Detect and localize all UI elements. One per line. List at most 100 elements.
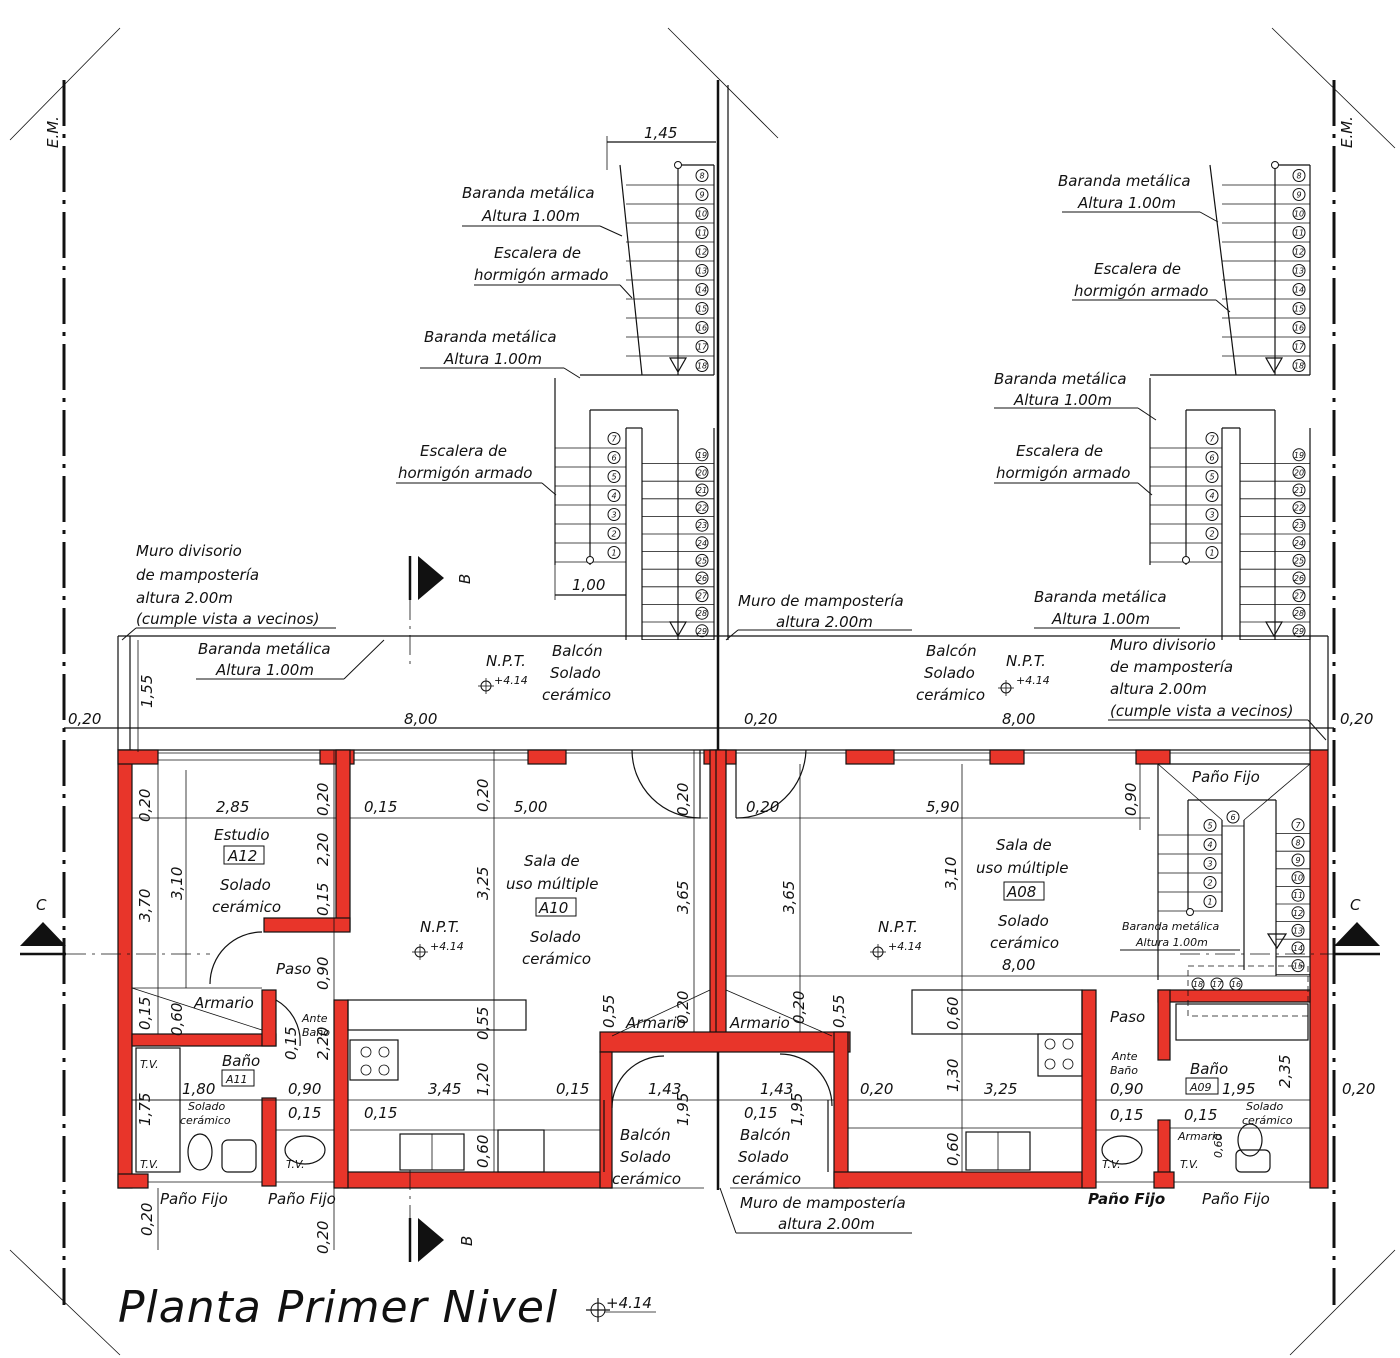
svg-text:8,00: 8,00 [1002,710,1035,728]
svg-text:T.V.: T.V. [140,1158,159,1171]
step-number: 13 [1294,267,1304,276]
svg-text:Paso: Paso [1110,1008,1145,1026]
front-windows [158,752,1310,761]
step-circle [1205,508,1219,521]
svg-text:(cumple vista a vecinos): (cumple vista a vecinos) [1110,702,1293,720]
step-circle [1292,589,1306,603]
svg-text:Baranda metálica: Baranda metálica [1058,172,1191,190]
svg-text:C: C [36,896,47,914]
step-circle [607,470,621,483]
svg-text:hormigón armado: hormigón armado [474,266,608,284]
step-circle [1205,451,1219,464]
svg-text:cerámico: cerámico [732,1170,801,1188]
step-circle [1203,819,1217,832]
svg-text:0,90: 0,90 [1110,1080,1143,1098]
step-circle [1210,977,1224,991]
step-circle [1292,359,1306,372]
step-number: 10 [697,210,707,219]
step-circle [1203,838,1217,851]
svg-text:Ante: Ante [301,1012,328,1025]
step-number: 2 [1209,530,1214,539]
svg-text:1,80: 1,80 [182,1080,215,1098]
svg-text:Balcón: Balcón [620,1126,671,1144]
step-circle [695,571,709,585]
step-number: 9 [1296,191,1301,200]
doors [209,749,833,1109]
svg-text:C: C [1350,896,1361,914]
svg-text:Estudio: Estudio [214,826,270,844]
step-circle [1292,226,1306,239]
step-number: 27 [1294,592,1305,601]
svg-text:de mampostería: de mampostería [1110,658,1233,676]
step-circle [1291,818,1305,832]
svg-text:Baño: Baño [302,1026,330,1039]
step-circle [1291,923,1305,937]
svg-text:0,60: 0,60 [1212,1134,1225,1159]
svg-text:0,55: 0,55 [830,995,848,1028]
step-circle [695,589,709,603]
svg-text:1,00: 1,00 [572,576,605,594]
svg-text:Escalera de: Escalera de [494,244,581,262]
step-circle [1292,571,1306,585]
axis-label-right: E.M. [1338,116,1356,148]
step-number: 28 [697,609,707,618]
svg-text:cerámico: cerámico [522,950,591,968]
svg-text:Paño Fijo: Paño Fijo [1192,768,1260,786]
step-circle [1292,321,1306,334]
step-circle [1292,302,1306,315]
step-circle [607,432,621,445]
step-circle [695,188,709,201]
step-circle [1292,624,1306,638]
step-circle [1292,264,1306,277]
svg-text:cerámico: cerámico [212,898,281,916]
step-number: 3 [1209,511,1214,520]
svg-text:0,20: 0,20 [674,991,692,1024]
step-circle [1292,188,1306,201]
svg-text:T.V.: T.V. [1102,1158,1121,1171]
svg-text:Solado: Solado [530,928,581,946]
step-number: 23 [1294,521,1304,530]
svg-text:Altura 1.00m: Altura 1.00m [215,661,314,679]
step-number: 18 [1193,980,1203,989]
step-number: 2 [611,530,616,539]
svg-text:Ante: Ante [1111,1050,1138,1063]
step-circle [695,321,709,334]
step-number: 8 [1296,172,1301,181]
step-number: 29 [1294,627,1304,636]
right-axis: E.M. [1271,27,1396,1356]
svg-text:+4.14: +4.14 [494,674,528,687]
step-number: 9 [1295,856,1300,865]
svg-text:A12: A12 [227,847,257,865]
step-number: 10 [1293,874,1303,883]
svg-text:0,20: 0,20 [138,1203,156,1236]
step-number: 19 [697,451,707,460]
svg-text:Baranda metálica: Baranda metálica [994,370,1127,388]
step-number: 19 [1294,451,1304,460]
svg-text:3,65: 3,65 [674,881,692,914]
step-number: 11 [697,229,707,238]
svg-text:0,20: 0,20 [474,779,492,812]
svg-text:5,90: 5,90 [926,798,959,816]
step-number: 25 [697,556,707,565]
svg-text:8,00: 8,00 [404,710,437,728]
step-number: 24 [697,539,707,548]
svg-text:0,20: 0,20 [790,991,808,1024]
svg-text:1,43: 1,43 [760,1080,793,1098]
step-circle [695,518,709,532]
svg-text:0,20: 0,20 [746,798,779,816]
svg-text:3,25: 3,25 [984,1080,1017,1098]
svg-text:Escalera de: Escalera de [1094,260,1181,278]
svg-text:2,20: 2,20 [314,1027,332,1060]
section-markers: B B C C [20,556,1380,1262]
svg-text:hormigón armado: hormigón armado [996,464,1130,482]
svg-text:Balcón: Balcón [552,642,603,660]
step-number: 1 [611,549,616,558]
svg-text:T.V.: T.V. [286,1158,305,1171]
step-circle [607,451,621,464]
step-number: 18 [1294,362,1304,371]
svg-text:hormigón armado: hormigón armado [398,464,532,482]
svg-text:+4.14: +4.14 [430,940,464,953]
svg-text:0,55: 0,55 [474,1007,492,1040]
step-circle [1292,207,1306,220]
